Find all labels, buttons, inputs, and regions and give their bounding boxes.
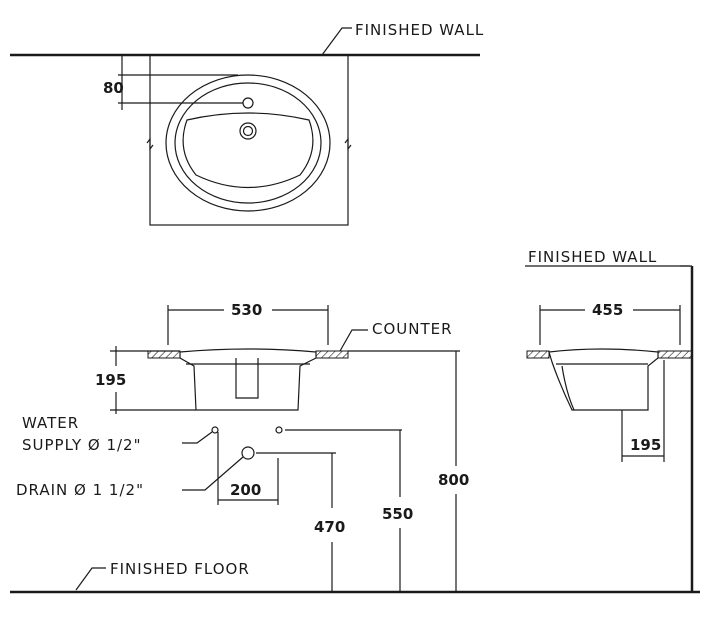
dim-drain-height: 470 bbox=[314, 518, 345, 536]
break-mark-left bbox=[146, 137, 154, 151]
top-finished-wall-label: FINISHED WALL bbox=[355, 21, 484, 39]
side-finished-wall-label: FINISHED WALL bbox=[528, 248, 657, 266]
dim-tap-offset: 80 bbox=[103, 79, 124, 97]
tap-hole bbox=[242, 97, 254, 109]
side-counter-hatch-left bbox=[526, 350, 550, 359]
front-view: 530 COUNTER 195 WATER SUPPLY Ø 1/2" DRAI… bbox=[10, 301, 700, 594]
counter-hatch-left bbox=[147, 350, 181, 359]
top-wall-leader bbox=[321, 27, 352, 56]
dim-counter-height: 800 bbox=[438, 471, 469, 489]
top-view: FINISHED WALL 80 bbox=[10, 21, 484, 226]
break-mark-right bbox=[344, 137, 352, 151]
drain-hole-outer bbox=[239, 122, 257, 140]
basin-body-front bbox=[179, 348, 317, 411]
side-view: FINISHED WALL 455 195 bbox=[525, 248, 694, 592]
basin-body-side bbox=[548, 348, 659, 411]
basin-pedestal-front bbox=[235, 358, 259, 399]
supply-point-right bbox=[275, 426, 283, 434]
dim-basin-width: 530 bbox=[231, 301, 262, 319]
basin-inner-rim bbox=[174, 82, 322, 204]
side-counter-hatch-right bbox=[657, 350, 693, 359]
counter-hatch-right bbox=[315, 350, 349, 359]
basin-bowl bbox=[182, 112, 314, 188]
dim-supply-height: 550 bbox=[382, 505, 413, 523]
finished-floor-label: FINISHED FLOOR bbox=[110, 560, 250, 578]
water-supply-label-2: SUPPLY Ø 1/2" bbox=[22, 436, 142, 454]
supply-point-left bbox=[211, 426, 219, 434]
counter-slab-top bbox=[149, 54, 349, 226]
supply-leader bbox=[182, 431, 213, 444]
dim-basin-depth-side: 195 bbox=[630, 436, 661, 454]
drain-point bbox=[241, 446, 255, 460]
drain-label: DRAIN Ø 1 1/2" bbox=[16, 481, 144, 499]
water-supply-label-1: WATER bbox=[22, 414, 79, 432]
counter-label: COUNTER bbox=[372, 320, 453, 338]
drain-leader bbox=[182, 456, 244, 491]
dim-drain-offset: 200 bbox=[230, 481, 261, 499]
counter-leader bbox=[339, 329, 368, 352]
drain-hole-inner bbox=[242, 125, 254, 137]
floor-leader bbox=[75, 567, 106, 591]
side-curve bbox=[561, 365, 575, 411]
basin-outer-rim bbox=[165, 74, 331, 212]
dim-basin-width-side: 455 bbox=[592, 301, 623, 319]
dim-basin-depth-front: 195 bbox=[95, 371, 126, 389]
